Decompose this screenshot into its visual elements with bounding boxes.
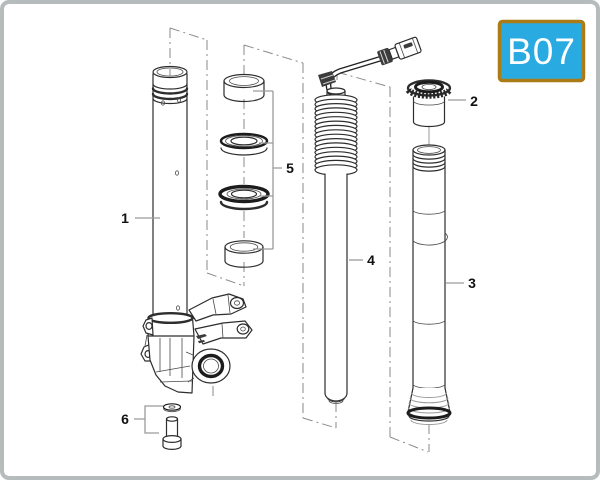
spring [314,87,358,176]
part-label-2[interactable]: 2 [470,93,478,109]
part-label-6[interactable]: 6 [121,411,129,427]
washer [162,403,182,413]
brake-hose [318,54,389,95]
diagram-code-badge: B07 [497,19,586,83]
fork-cap-part-2 [405,79,453,128]
callouts: 1 2 3 4 5 6 [121,93,478,427]
part-label-5[interactable]: 5 [286,160,294,176]
part-label-1[interactable]: 1 [121,210,129,226]
outer-tube-part-3 [406,144,452,425]
hose-fitting [377,36,422,66]
fork-leg-part-1 [140,65,253,394]
oil-seal [219,132,269,156]
badge-box [497,19,586,83]
seal-kit-part-5 [218,73,282,268]
damper-rod [324,172,348,404]
axle-bracket [140,293,253,394]
upper-bushing [223,73,265,103]
part-label-3[interactable]: 3 [468,275,476,291]
part-label-4[interactable]: 4 [367,252,375,268]
centerlines [169,27,430,453]
dust-seal [218,184,270,211]
lower-bushing [224,240,264,268]
bolt [162,416,182,450]
outer-tube-base [406,387,452,425]
bolt-set-part-6 [134,403,182,450]
badge-text: B07 [507,31,576,72]
damper-part-4 [314,36,422,404]
